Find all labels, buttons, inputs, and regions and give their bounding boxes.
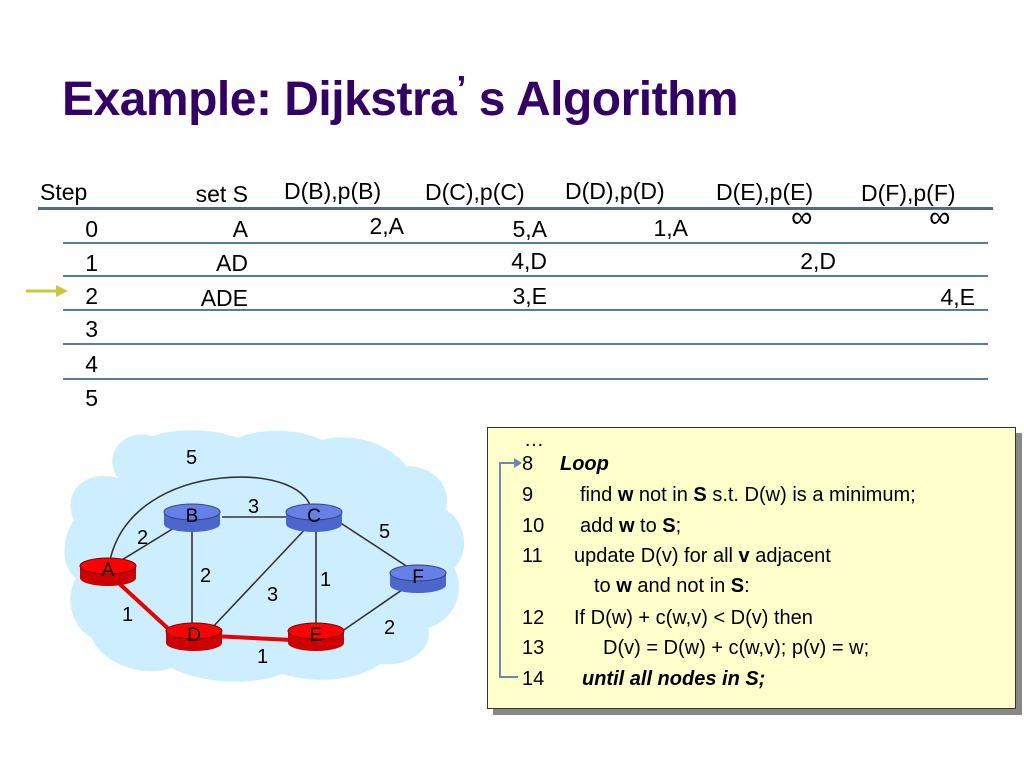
pseudo-line-8: Loop <box>560 453 609 475</box>
header-de: D(E),p(E) <box>716 179 814 205</box>
pseudo-line-13-num: 13 <box>522 637 545 659</box>
pseudo-line-10-num: 10 <box>522 515 545 537</box>
row-0-dc: 5,A <box>512 216 547 242</box>
weight-c-d: 3 <box>267 584 278 606</box>
pseudo-ellipsis: … <box>524 429 544 451</box>
node-label-d: D <box>187 625 201 646</box>
weight-b-d: 2 <box>200 565 211 587</box>
node-b: B <box>163 503 221 532</box>
pseudo-line-8-num: 8 <box>522 453 534 475</box>
node-f: F <box>389 564 447 593</box>
header-dc: D(C),p(C) <box>425 179 525 205</box>
pseudo-line-11-cont: to w and not in S: <box>594 575 750 597</box>
pseudo-line-13: D(v) = D(w) + c(w,v); p(v) = w; <box>603 637 870 659</box>
node-a: A <box>79 557 137 586</box>
edge-e-f <box>337 582 413 635</box>
node-label-b: B <box>186 506 199 527</box>
pseudo-line-12: If D(w) + c(w,v) < D(v) then <box>574 607 813 629</box>
node-label-c: C <box>307 506 321 527</box>
row-0-db: 2,A <box>369 213 404 239</box>
loop-bracket <box>499 458 522 678</box>
header-df: D(F),p(F) <box>861 180 956 206</box>
weight-d-e: 1 <box>257 646 268 668</box>
node-d: D <box>165 622 223 651</box>
row-3-step: 3 <box>85 316 98 342</box>
network-cloud <box>64 430 465 682</box>
row-0-dd: 1,A <box>653 215 688 241</box>
slide-title: Example: Dijkstra’ s Algorithm <box>62 68 739 126</box>
node-label-a: A <box>102 560 115 581</box>
row-1-set: AD <box>216 250 248 276</box>
weight-b-c: 3 <box>248 496 259 518</box>
pseudo-line-14-num: 14 <box>522 668 545 690</box>
network-graph: 2 5 1 3 2 3 1 5 1 2 B C A F D E <box>64 430 465 682</box>
pseudo-line-12-num: 12 <box>522 607 545 629</box>
edge-a-c <box>109 476 313 561</box>
pseudo-line-9: find w not in S s.t. D(w) is a minimum; <box>580 484 916 506</box>
weight-a-d: 1 <box>122 604 133 626</box>
row-0-df: ∞ <box>929 201 951 234</box>
header-step: Step <box>40 179 88 205</box>
pseudocode-box: … 8 Loop 9 find w not in S s.t. D(w) is … <box>487 427 1016 709</box>
edge-c-f <box>335 519 418 574</box>
row-divider <box>63 343 988 345</box>
node-c: C <box>285 503 343 532</box>
header-divider <box>38 207 993 210</box>
header-db: D(B),p(B) <box>284 178 382 204</box>
header-set-s: set S <box>195 181 248 207</box>
pseudo-line-11-num: 11 <box>522 545 543 567</box>
weight-c-e: 1 <box>320 569 331 591</box>
weight-c-f: 5 <box>379 521 390 543</box>
node-label-f: F <box>412 567 424 588</box>
row-2-dc: 3,E <box>512 283 547 309</box>
row-divider <box>63 309 988 311</box>
row-divider <box>63 275 988 277</box>
row-2-step: 2 <box>85 283 98 309</box>
edge-c-d <box>209 523 311 631</box>
row-0-set: A <box>232 216 248 242</box>
pseudo-line-9-num: 9 <box>522 484 534 506</box>
row-divider <box>63 242 988 244</box>
row-0-step: 0 <box>85 216 98 242</box>
weight-a-c: 5 <box>186 447 197 469</box>
header-dd: D(D),p(D) <box>565 178 665 204</box>
row-1-step: 1 <box>85 250 98 276</box>
weight-a-b: 2 <box>137 527 148 549</box>
current-step-arrow <box>26 285 68 297</box>
row-4-step: 4 <box>85 351 98 377</box>
pseudo-line-11: update D(v) for all v adjacent <box>574 545 831 567</box>
row-divider <box>63 378 988 380</box>
weight-e-f: 2 <box>384 617 395 639</box>
row-1-de: 2,D <box>800 248 836 274</box>
node-e: E <box>287 622 345 651</box>
row-0-de: ∞ <box>791 201 813 234</box>
node-label-e: E <box>310 625 323 646</box>
row-2-set: ADE <box>200 285 248 311</box>
row-2-df: 4,E <box>940 284 975 310</box>
pseudo-line-10: add w to S; <box>580 515 682 537</box>
row-5-step: 5 <box>85 385 98 411</box>
row-1-dc: 4,D <box>511 248 547 274</box>
pseudo-line-14: until all nodes in S; <box>582 668 766 690</box>
